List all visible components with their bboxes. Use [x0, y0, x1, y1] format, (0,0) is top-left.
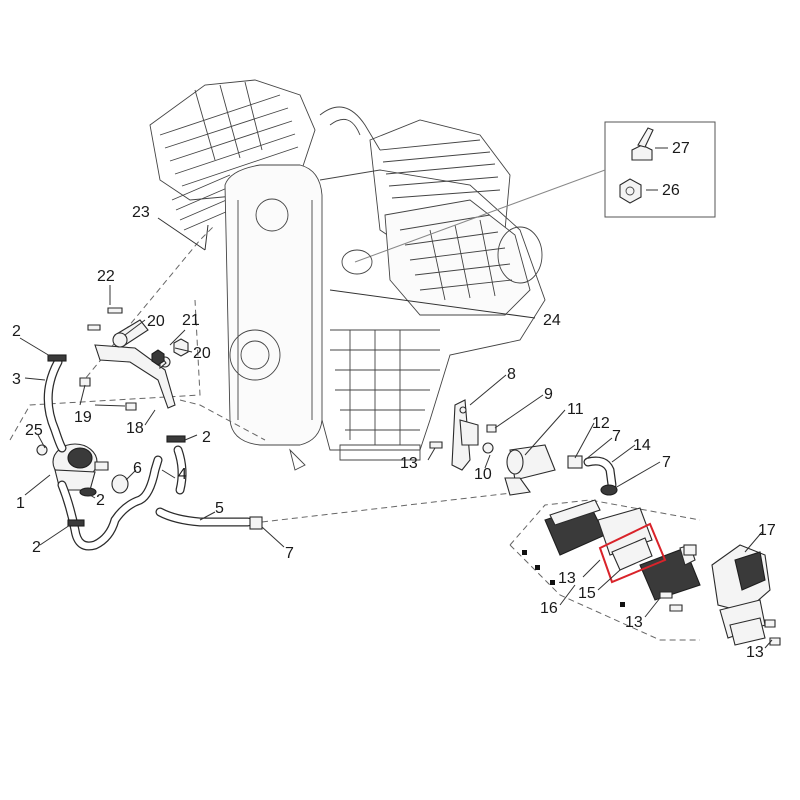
callout-6: 6: [133, 460, 142, 477]
callout-26: 26: [662, 182, 680, 199]
callout-12: 12: [592, 415, 610, 432]
cover-17: [711, 544, 771, 646]
callout-2-pump: 2: [96, 492, 105, 509]
callout-23: 23: [132, 204, 150, 221]
callout-9: 9: [544, 386, 553, 403]
callout-13-engine: 13: [400, 455, 418, 472]
callout-7-mid: 7: [612, 428, 621, 445]
callout-7-left: 7: [285, 545, 294, 562]
callout-22: 22: [97, 268, 115, 285]
callout-20-top: 20: [147, 313, 165, 330]
inset-box: [354, 121, 716, 263]
callout-2-mid: 2: [202, 429, 211, 446]
callout-25: 25: [25, 422, 43, 439]
nut-26: [619, 178, 642, 204]
nut-21: [151, 349, 165, 366]
leader-lines: [19, 217, 773, 649]
callout-13-valve: 13: [558, 570, 576, 587]
callout-15: 15: [578, 585, 596, 602]
screws-13: [659, 591, 781, 646]
callout-labels: 23 24 27 26 22 20 21 20 2 3 19 18 25 2 6…: [12, 140, 776, 661]
gasket-15: [611, 537, 653, 571]
callout-17: 17: [758, 522, 776, 539]
air-pump-1: [36, 443, 109, 491]
callout-16: 16: [540, 600, 558, 617]
grommet-6: [111, 474, 129, 494]
fitting-27: [631, 144, 653, 161]
group-boundaries: [9, 224, 701, 641]
callout-2-top: 2: [12, 323, 21, 340]
highlight-part-15: [598, 522, 667, 584]
hoses: [43, 357, 253, 551]
engine-block: [149, 79, 546, 471]
callout-8: 8: [507, 366, 516, 383]
callout-24: 24: [543, 312, 561, 329]
bracket-8: [451, 399, 479, 471]
callout-11: 11: [567, 401, 584, 418]
callout-3: 3: [12, 371, 21, 388]
clip-12: [567, 455, 583, 469]
callout-7-right: 7: [662, 454, 671, 471]
callout-19: 19: [74, 409, 92, 426]
callout-20-right: 20: [193, 345, 211, 362]
callout-2-bottom: 2: [32, 539, 41, 556]
clamp-7: [249, 516, 263, 530]
valve-11: [504, 444, 556, 496]
callout-1: 1: [16, 495, 25, 512]
callout-14: 14: [633, 437, 651, 454]
callout-13-lower: 13: [625, 614, 643, 631]
callout-5: 5: [215, 500, 224, 517]
nut-20: [173, 338, 189, 357]
callout-13-cover: 13: [746, 644, 764, 661]
callout-10: 10: [474, 466, 492, 483]
callout-21: 21: [182, 312, 200, 329]
callout-18: 18: [126, 420, 144, 437]
callout-27: 27: [672, 140, 690, 157]
callout-4: 4: [178, 466, 187, 483]
clamps-2: [47, 354, 186, 527]
